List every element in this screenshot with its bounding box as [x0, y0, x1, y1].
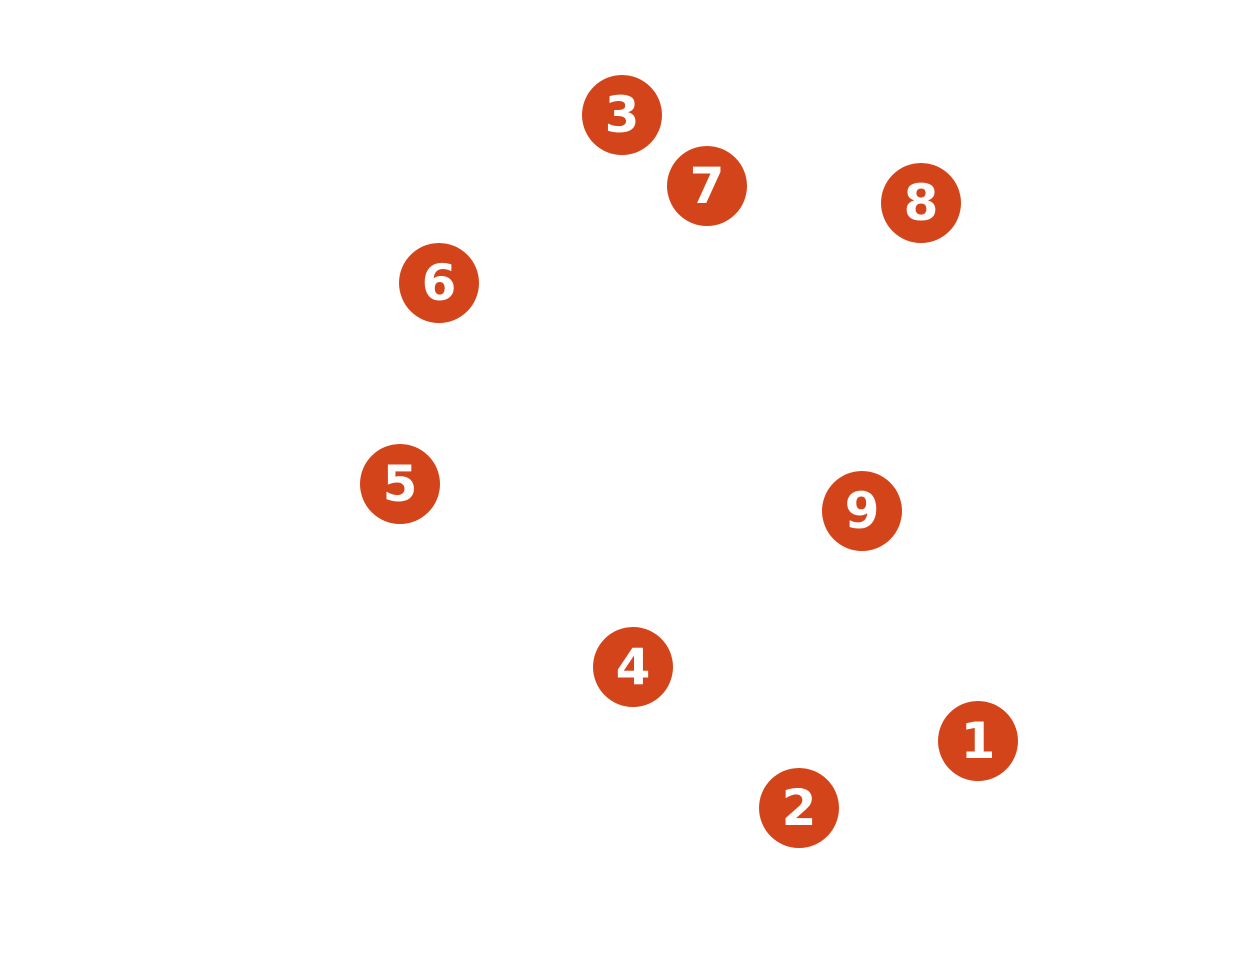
number-node-8[interactable]: 8	[881, 163, 961, 243]
node-label: 2	[781, 779, 817, 837]
number-node-5[interactable]: 5	[360, 444, 440, 524]
number-node-7[interactable]: 7	[667, 146, 747, 226]
node-label: 8	[903, 174, 939, 232]
node-label: 3	[604, 86, 640, 144]
number-node-6[interactable]: 6	[399, 243, 479, 323]
node-label: 4	[615, 638, 651, 696]
number-node-1[interactable]: 1	[938, 701, 1018, 781]
number-node-2[interactable]: 2	[759, 768, 839, 848]
node-label: 5	[382, 455, 418, 513]
node-label: 6	[421, 254, 457, 312]
node-label: 1	[960, 712, 996, 770]
number-node-4[interactable]: 4	[593, 627, 673, 707]
node-label: 7	[689, 157, 725, 215]
number-node-3[interactable]: 3	[582, 75, 662, 155]
number-node-9[interactable]: 9	[822, 471, 902, 551]
node-label: 9	[844, 482, 880, 540]
